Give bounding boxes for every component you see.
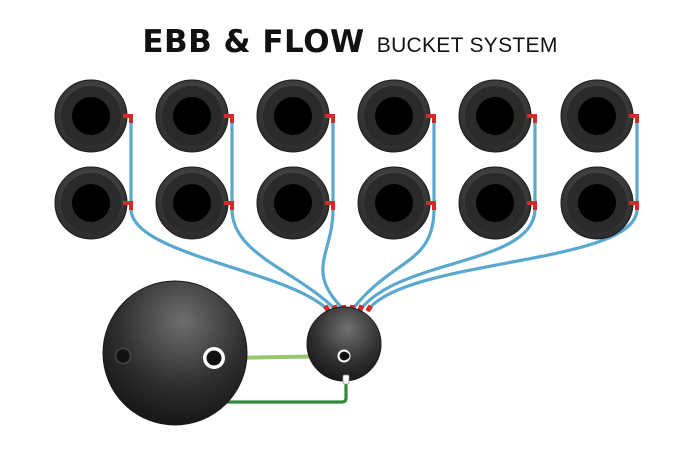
feed-hose <box>358 207 537 312</box>
bucket-hole <box>578 97 616 135</box>
feed-hose <box>366 207 639 312</box>
control-connector <box>342 374 350 385</box>
feed-hose <box>350 207 436 312</box>
bucket <box>155 166 234 240</box>
control-bucket <box>306 306 382 385</box>
feed-hose <box>321 207 346 312</box>
bucket-fitting <box>426 201 436 210</box>
bucket <box>54 166 133 240</box>
bucket <box>560 79 639 153</box>
bucket-fitting <box>325 201 335 210</box>
reservoir-tank <box>102 280 248 426</box>
bucket <box>560 166 639 240</box>
tank-drain-port <box>114 347 132 365</box>
bucket <box>357 79 436 153</box>
title-subtitle: BUCKET SYSTEM <box>376 34 558 57</box>
bucket-fitting <box>123 201 133 210</box>
bucket-hole <box>375 184 413 222</box>
control-body <box>306 306 382 382</box>
feed-hoses <box>129 114 639 313</box>
bucket-fitting <box>527 201 537 210</box>
bucket-fitting <box>629 114 639 123</box>
bucket <box>357 166 436 240</box>
title-main: EBB & FLOW <box>142 24 365 60</box>
feed-hose <box>230 207 338 312</box>
bucket-hole <box>72 184 110 222</box>
bucket <box>54 79 133 153</box>
bucket-hole <box>375 97 413 135</box>
bucket-grid <box>54 79 639 240</box>
hose-fitting <box>365 304 373 313</box>
bucket-fitting <box>224 201 234 210</box>
bucket-hole <box>72 97 110 135</box>
bucket-hole <box>274 97 312 135</box>
bucket-hole <box>274 184 312 222</box>
tank-body <box>102 280 248 426</box>
bucket-fitting <box>325 114 335 123</box>
bucket-fitting <box>629 201 639 210</box>
bucket-fitting <box>123 114 133 123</box>
bucket <box>256 79 335 153</box>
tank-pump-port-inner <box>206 350 222 366</box>
bucket-hole <box>476 184 514 222</box>
bucket-fitting <box>527 114 537 123</box>
bucket <box>458 79 537 153</box>
bucket-hole <box>578 184 616 222</box>
bucket <box>458 166 537 240</box>
bucket <box>155 79 234 153</box>
bucket-hole <box>173 97 211 135</box>
bucket-fitting <box>426 114 436 123</box>
title: EBB & FLOW BUCKET SYSTEM <box>0 24 700 60</box>
feed-hose <box>129 207 330 312</box>
control-port-cap <box>342 352 350 360</box>
bucket-hole <box>476 97 514 135</box>
bucket-hole <box>173 184 211 222</box>
bucket <box>256 166 335 240</box>
bucket-fitting <box>224 114 234 123</box>
